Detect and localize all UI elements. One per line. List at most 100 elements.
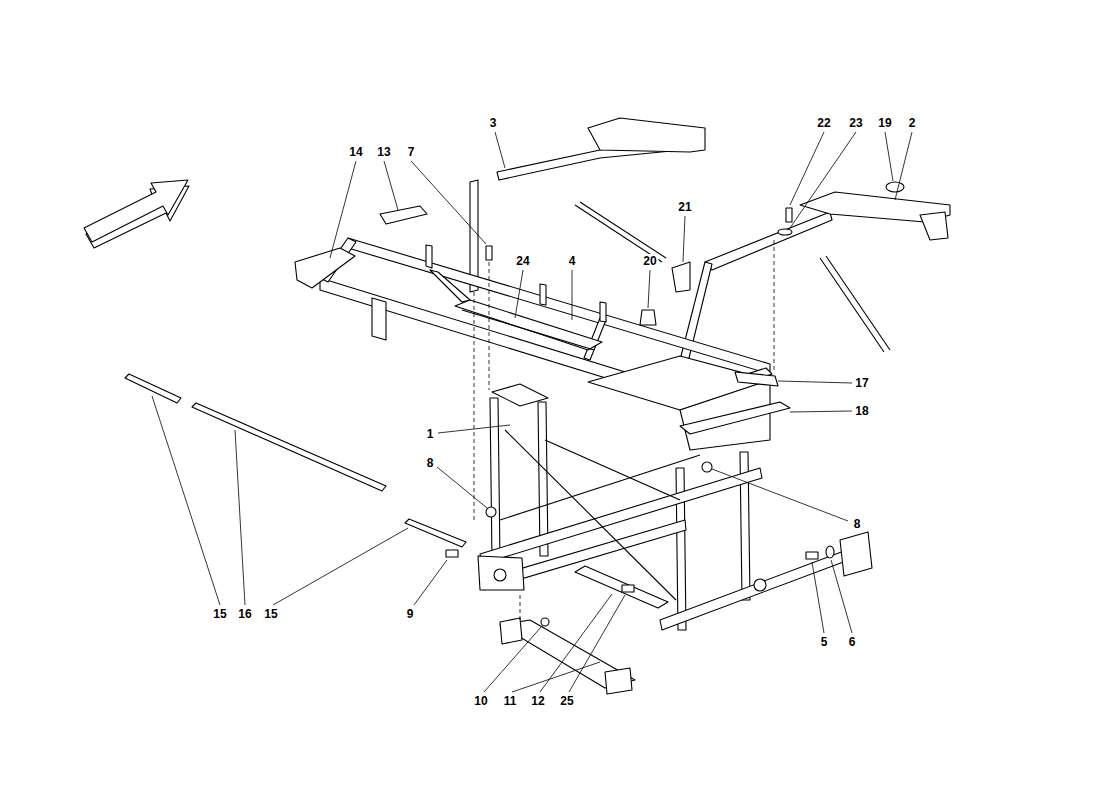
frame-upright (426, 245, 432, 268)
clip (640, 310, 656, 325)
callout-number: 13 (375, 145, 392, 159)
foot-hole (754, 579, 766, 591)
leader-line (790, 411, 852, 412)
assembly-line (774, 240, 775, 370)
callout-number: 12 (529, 694, 546, 708)
callout-number: 11 (502, 694, 519, 708)
rear-rail (660, 545, 862, 630)
crossmember-foot (605, 668, 632, 694)
leader-line (895, 132, 912, 200)
frame-plate (372, 298, 386, 340)
callout-number: 24 (514, 254, 531, 268)
floor-bar (455, 300, 602, 350)
callout-number: 14 (347, 145, 364, 159)
callout-number: 19 (876, 116, 893, 130)
parts-group (84, 118, 950, 694)
leader-line (885, 132, 893, 181)
diagonal-rod (545, 440, 680, 500)
callout-number: 15 (262, 607, 279, 621)
strut-platform (588, 118, 705, 152)
callout-number: 21 (676, 200, 693, 214)
bracket (672, 262, 690, 292)
callout-number: 3 (488, 116, 499, 130)
leader-line (831, 560, 852, 633)
leader-line (812, 562, 824, 633)
assembly-line (474, 292, 475, 520)
lower-pillar (538, 402, 548, 556)
nut (486, 507, 496, 517)
leader-line (235, 430, 245, 605)
callout-number: 5 (819, 635, 830, 649)
leader-line (790, 132, 824, 205)
assembly-line (520, 595, 521, 620)
leader-line (683, 216, 685, 262)
leader-line (384, 161, 398, 210)
leader-line (438, 425, 510, 433)
cap (886, 182, 904, 192)
callout-number: 25 (558, 694, 575, 708)
frame-foot (478, 556, 524, 590)
callout-number: 9 (405, 607, 416, 621)
bolt (806, 552, 818, 559)
upper-strut (705, 212, 832, 270)
bolt (786, 208, 792, 222)
nut (541, 618, 549, 626)
callout-number: 2 (907, 116, 918, 130)
leader-line (484, 626, 542, 692)
callout-number: 4 (567, 254, 578, 268)
callout-number: 8 (425, 456, 436, 470)
strut-brace (826, 256, 890, 350)
leader-line (790, 132, 856, 228)
callout-number: 10 (472, 694, 489, 708)
corner-piece (295, 248, 355, 288)
direction-arrow (84, 180, 188, 242)
reinforcement-bar (680, 402, 790, 434)
crossmember-foot (500, 618, 522, 644)
leader-line (512, 662, 600, 692)
leader-line (414, 560, 447, 605)
leader-line (778, 381, 852, 383)
strut-bracket (920, 212, 948, 240)
callout-number: 1 (425, 427, 436, 441)
bolt (622, 585, 634, 592)
leader-line (152, 396, 220, 605)
leader-line (411, 161, 486, 244)
callout-number: 15 (211, 607, 228, 621)
bolt (486, 246, 492, 260)
frame-upright (540, 284, 546, 305)
frame-upright (600, 302, 606, 322)
assembly-lines (474, 240, 774, 620)
washer (778, 229, 792, 235)
leader-line (330, 161, 356, 258)
washer (826, 546, 834, 558)
seal-strip (192, 403, 386, 491)
diagonal-rod (500, 455, 700, 520)
callout-number: 16 (236, 607, 253, 621)
foot-hole (494, 569, 506, 581)
callout-number: 8 (852, 517, 863, 531)
small-plate (735, 372, 778, 386)
callout-number: 7 (406, 145, 417, 159)
rear-plate (840, 532, 872, 576)
callout-number: 6 (847, 635, 858, 649)
floor-bar-edge (462, 310, 594, 350)
pillar-top-plate (492, 384, 548, 406)
leader-line (648, 270, 650, 308)
lower-pillar (490, 398, 500, 560)
cover-strip (380, 206, 427, 224)
leader-lines (152, 132, 912, 692)
leader-line (569, 595, 625, 692)
leader-line (712, 469, 848, 521)
leader-line (572, 270, 573, 320)
leader-line (437, 467, 487, 508)
callout-number: 23 (847, 116, 864, 130)
frame-crossbar (430, 270, 470, 302)
strut-brace (820, 258, 884, 352)
callout-number: 18 (853, 404, 870, 418)
seal-strip (405, 519, 466, 547)
callout-number: 17 (853, 376, 870, 390)
bolt (446, 550, 458, 557)
callout-number: 22 (815, 116, 832, 130)
